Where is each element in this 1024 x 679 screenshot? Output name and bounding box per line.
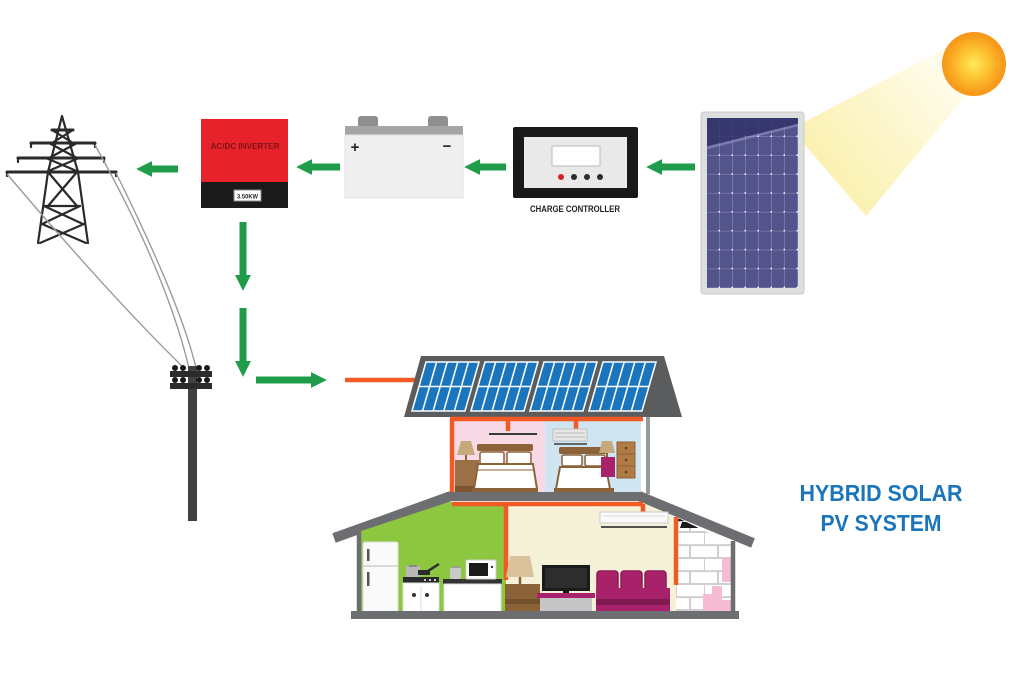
right-eave	[637, 491, 755, 548]
left-eave	[332, 491, 453, 543]
toilet-icon	[703, 586, 734, 612]
mid-floor	[446, 492, 643, 501]
diagram-title: HYBRID SOLAR PV SYSTEM	[800, 480, 963, 536]
sun-icon	[942, 32, 1006, 96]
transmission-tower-icon	[5, 114, 118, 245]
roof-panel	[587, 361, 658, 412]
utility-pole-icon	[170, 365, 212, 521]
lamp-icon	[457, 441, 475, 460]
tv-icon	[542, 565, 590, 594]
downstairs-wiring	[452, 501, 679, 585]
sofa-icon	[596, 570, 670, 612]
bedroom-right-furniture	[552, 428, 636, 493]
charge-controller-label: CHARGE CONTROLLER	[530, 204, 620, 215]
kitchen-furniture	[362, 541, 502, 613]
title-line-1: HYBRID SOLAR	[800, 480, 963, 506]
ac-dc-inverter: AC/DC INVERTER 3.50KW	[201, 119, 288, 208]
lamp-icon	[599, 441, 615, 457]
ac-unit-icon	[552, 428, 588, 445]
upstairs-corner	[646, 417, 650, 494]
battery: + −	[344, 116, 464, 199]
battery-positive-label: +	[351, 139, 360, 156]
roof-panel	[528, 361, 599, 412]
bed-icon	[554, 447, 614, 493]
bed-icon	[472, 444, 539, 493]
nightstand-icon	[601, 457, 615, 477]
stove-icon	[402, 562, 440, 613]
inverter-label: AC/DC INVERTER	[211, 141, 280, 151]
wall-gap	[641, 419, 646, 492]
sunbeam	[791, 48, 969, 216]
roof-panel	[410, 361, 481, 412]
ac-unit-icon	[599, 511, 669, 528]
battery-negative-label: −	[443, 138, 452, 155]
roof-panel	[469, 361, 540, 412]
living-room-furniture	[505, 511, 670, 612]
title-line-2: PV SYSTEM	[821, 510, 942, 536]
fridge-icon	[362, 541, 399, 613]
charge-controller: CHARGE CONTROLLER	[513, 127, 638, 215]
lamp-icon	[506, 556, 534, 584]
ground-base	[351, 611, 739, 619]
microwave-icon	[465, 559, 497, 580]
power-lines	[6, 144, 197, 369]
solar-panel	[700, 111, 805, 295]
tv-stand-icon	[537, 593, 595, 612]
dresser-icon	[616, 441, 636, 479]
house-cutaway	[332, 356, 755, 619]
flow-arrows	[136, 158, 695, 389]
jar-icon	[450, 566, 461, 579]
bedroom-left-furniture	[455, 433, 539, 493]
counter-icon	[443, 579, 502, 613]
upstairs-wiring	[449, 416, 643, 493]
inverter-rating-label: 3.50KW	[237, 194, 259, 201]
side-table-icon	[505, 584, 540, 612]
roof-solar-array	[410, 361, 658, 412]
